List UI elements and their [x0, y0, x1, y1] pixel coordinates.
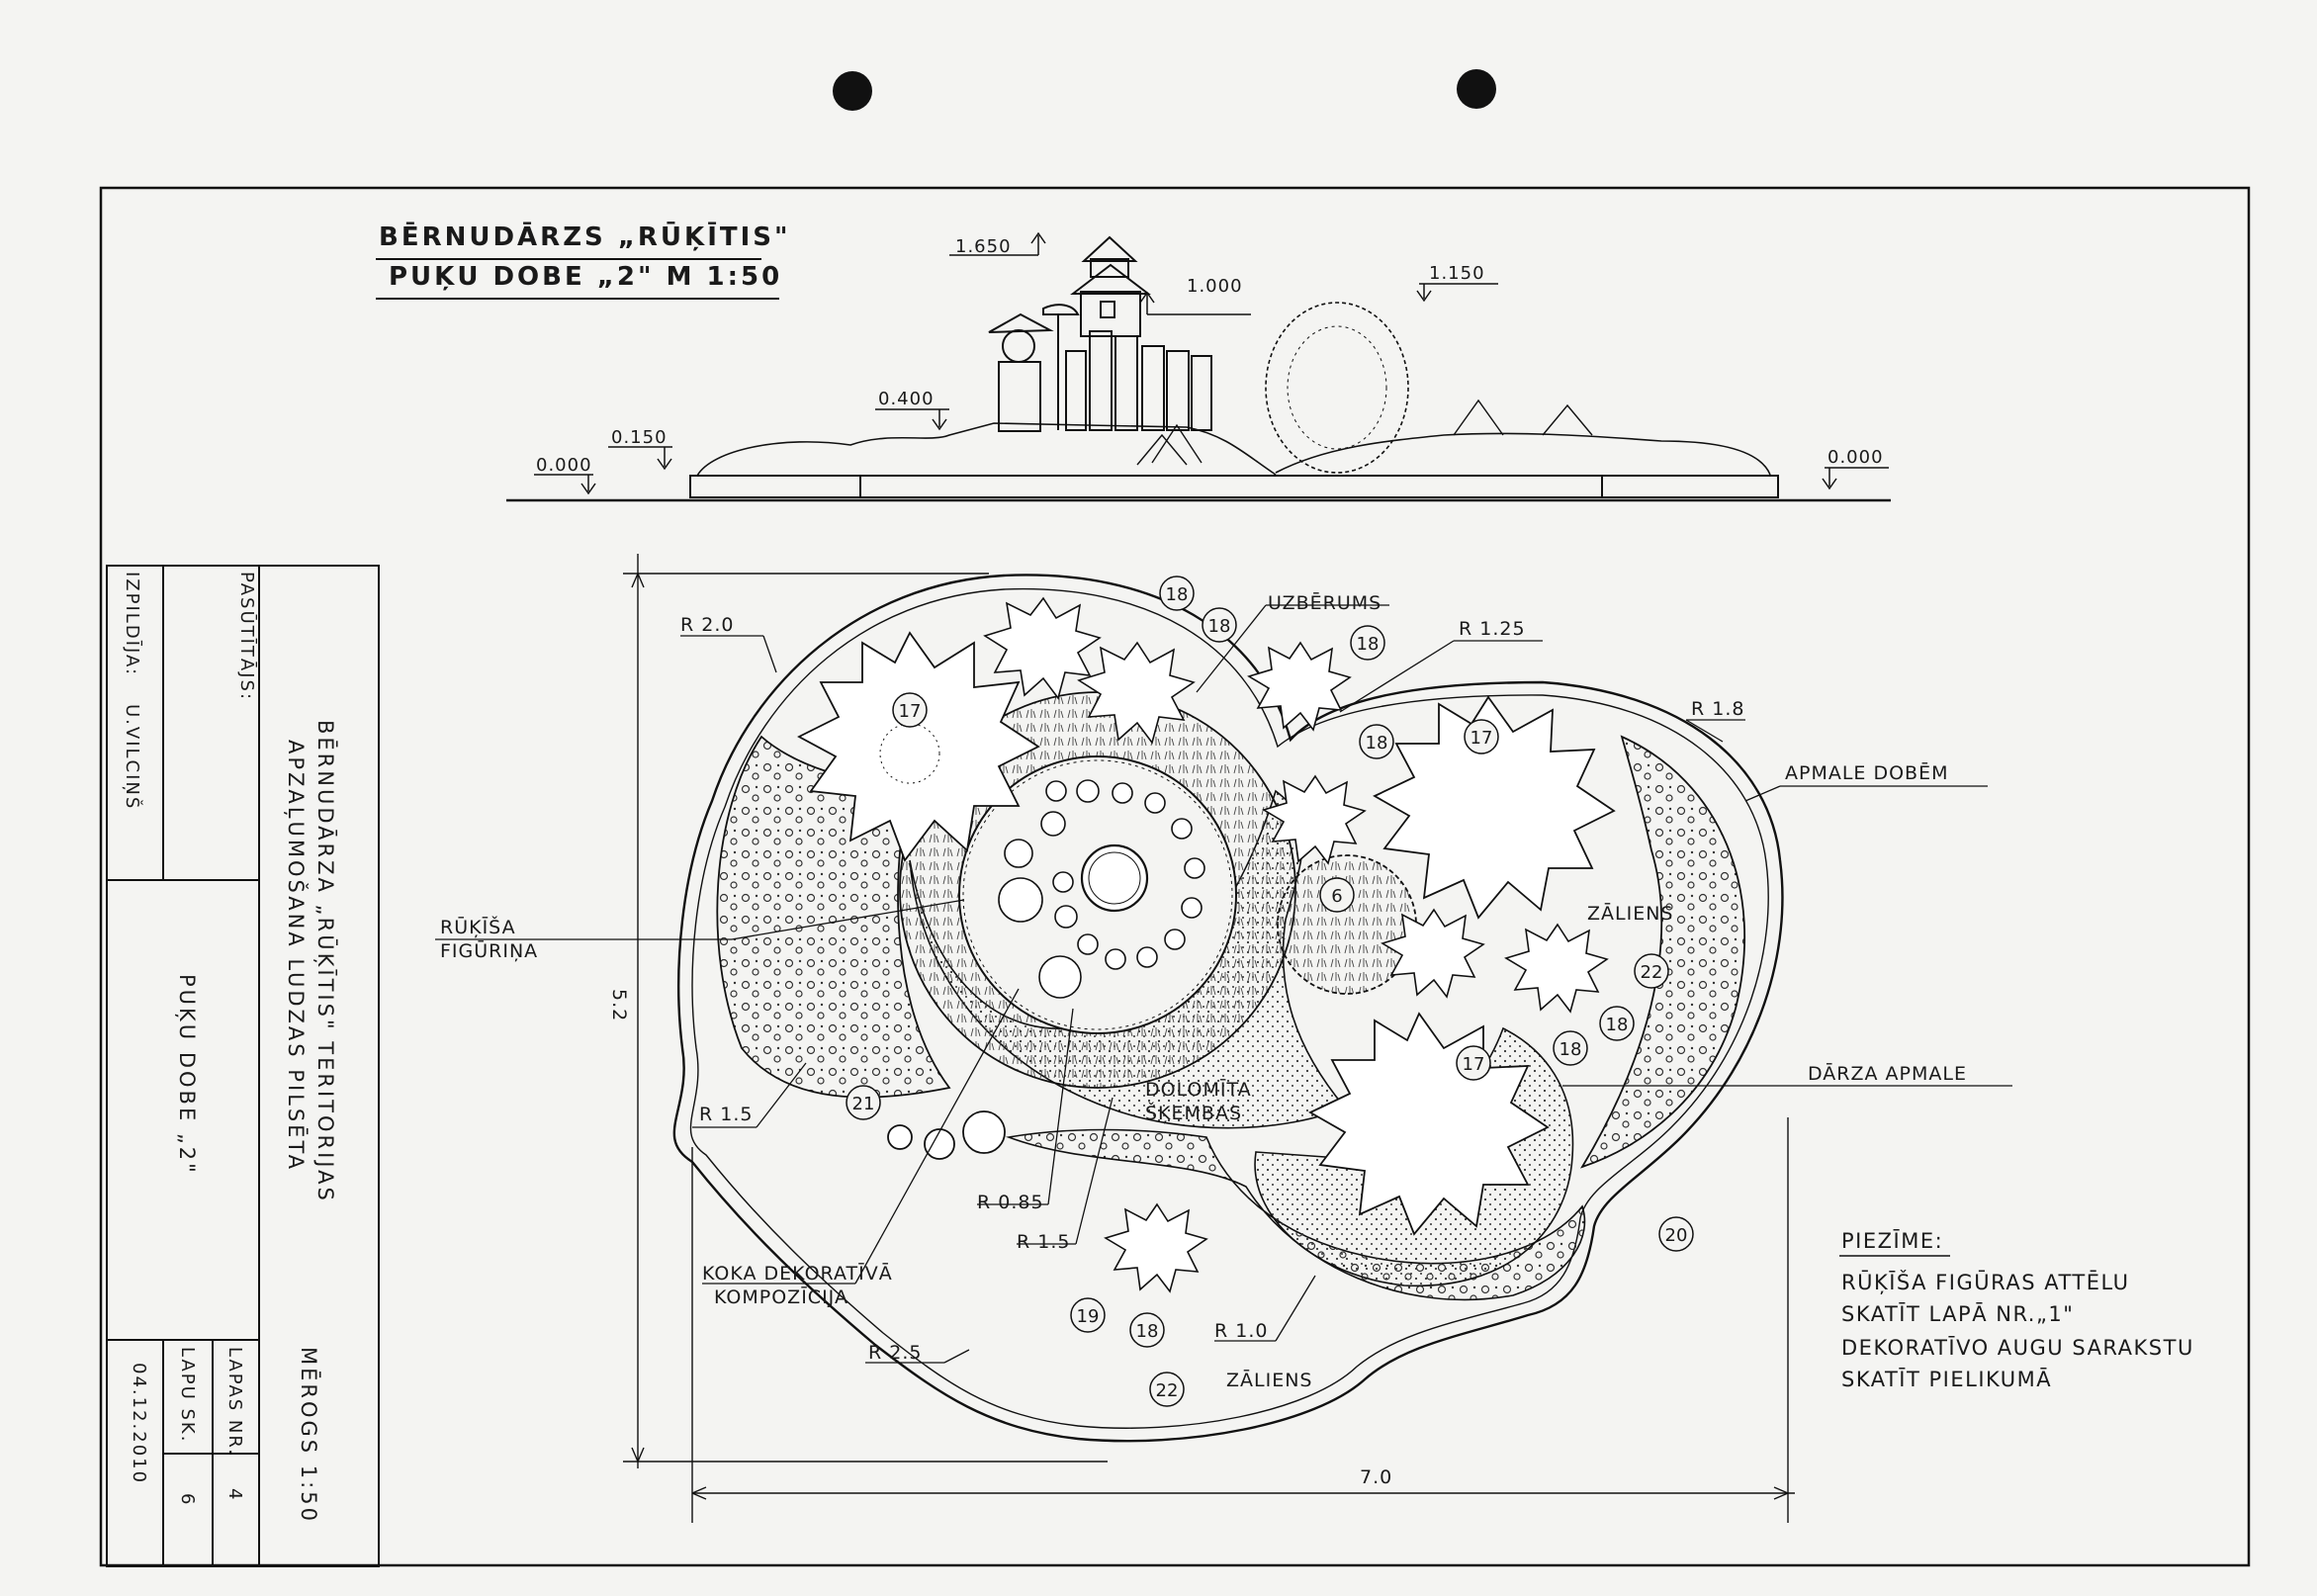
lapu-sk-value: 6	[177, 1493, 198, 1506]
elevation-level-labels: 1.650 1.000 1.150 0.400 0.150 0.000 0.00…	[536, 236, 1884, 476]
merogs: MĒROGS 1:50	[297, 1347, 321, 1524]
label-zaliens-bottom: ZĀLIENS	[1226, 1368, 1312, 1391]
note-heading: PIEZĪME:	[1841, 1229, 1943, 1253]
label-r125: R 1.25	[1459, 618, 1526, 640]
marker-18-c: 18	[1357, 634, 1380, 655]
title-line-1: BĒRNUDĀRZS „RŪĶĪTIS"	[379, 221, 791, 252]
label-rukisa-2: FIGŪRIŅA	[440, 938, 538, 962]
plan-labels: UZBĒRUMS R 2.0 R 1.25 R 1.8 APMALE DOBĒM…	[440, 590, 1967, 1488]
marker-18-a: 18	[1166, 584, 1189, 605]
dimension-width: 7.0	[1360, 1466, 1392, 1488]
marker-18-d: 18	[1366, 733, 1388, 754]
label-rukisa-1: RŪĶĪŠA	[440, 915, 516, 938]
marker-17-b: 17	[1470, 728, 1493, 749]
label-zaliens-right: ZĀLIENS	[1587, 901, 1673, 925]
label-r18: R 1.8	[1691, 698, 1744, 720]
label-apmale-dobem: APMALE DOBĒM	[1785, 760, 1949, 784]
label-r25: R 2.5	[868, 1342, 922, 1364]
level-1000: 1.000	[1187, 276, 1243, 297]
plan-markers: 18 18 18 17 18 17 6 22 18 17 18 21 20 19…	[852, 584, 1688, 1401]
marker-6: 6	[1331, 886, 1342, 907]
marker-20: 20	[1665, 1225, 1688, 1246]
drawing-title: BĒRNUDĀRZS „RŪĶĪTIS" PUĶU DOBE „2" M 1:5…	[376, 221, 791, 300]
level-0150: 0.150	[611, 427, 668, 448]
note-line-4: SKATĪT PIELIKUMĀ	[1841, 1368, 2052, 1391]
level-1650: 1.650	[955, 236, 1012, 257]
marker-17-c: 17	[1463, 1054, 1485, 1075]
level-1150: 1.150	[1429, 263, 1485, 284]
project-line-2: APZAĻUMOŠANA LUDZAS PILSĒTA	[284, 740, 309, 1172]
lapas-nr-label: LAPAS NR.	[224, 1347, 245, 1457]
title-block	[106, 565, 380, 1567]
note-block: PIEZĪME: RŪĶĪŠA FIGŪRAS ATTĒLU SKATĪT LA…	[1839, 1229, 2194, 1391]
note-line-3: DEKORATĪVO AUGU SARAKSTU	[1841, 1336, 2194, 1360]
label-r10: R 1.0	[1214, 1320, 1268, 1342]
punch-hole-right	[1457, 69, 1496, 109]
punch-hole-left	[833, 71, 872, 111]
label-r085: R 0.85	[977, 1192, 1044, 1213]
marker-22-a: 22	[1641, 962, 1663, 983]
level-0400: 0.400	[878, 389, 935, 409]
dimension-height: 5.2	[608, 989, 630, 1021]
level-0000-left: 0.000	[536, 455, 592, 476]
marker-21: 21	[852, 1094, 875, 1114]
label-uzberums: UZBĒRUMS	[1268, 590, 1381, 614]
marker-18-e: 18	[1606, 1015, 1629, 1035]
lapas-nr-value: 4	[224, 1488, 245, 1501]
note-line-2: SKATĪT LAPĀ NR.„1"	[1841, 1302, 2074, 1326]
marker-19: 19	[1077, 1306, 1100, 1327]
label-dolomita-2: ŠĶEMBAS	[1145, 1101, 1242, 1124]
marker-17-a: 17	[899, 701, 922, 722]
izpildija-value: U.VILCIŅŠ	[122, 704, 143, 810]
label-r15-center: R 1.5	[1017, 1231, 1070, 1253]
title-line-2: PUĶU DOBE „2" M 1:50	[389, 262, 782, 292]
plan-view	[435, 554, 2012, 1523]
drawing-frame	[99, 186, 2251, 1567]
marker-18-b: 18	[1208, 616, 1231, 637]
elevation-view	[506, 231, 1891, 502]
marker-18-f: 18	[1560, 1039, 1582, 1060]
sheet-name: PUĶU DOBE „2"	[175, 974, 199, 1176]
label-koka-2: KOMPOZĪCIJA	[714, 1285, 848, 1308]
izpildija-label: IZPILDĪJA:	[122, 572, 143, 676]
marker-22-b: 22	[1156, 1380, 1179, 1401]
marker-18-g: 18	[1136, 1321, 1159, 1342]
label-r20: R 2.0	[680, 614, 734, 636]
drawing-date: 04.12.2010	[129, 1363, 149, 1484]
note-line-1: RŪĶĪŠA FIGŪRAS ATTĒLU	[1841, 1270, 2130, 1294]
pasutitajs-label: PASŪTĪTĀJS:	[236, 572, 258, 701]
label-r15-left: R 1.5	[699, 1104, 753, 1125]
project-line-1: BĒRNUDĀRZA „RŪĶĪTIS" TERITORIJAS	[313, 720, 338, 1203]
label-darza-apmale: DĀRZA APMALE	[1808, 1061, 1967, 1085]
title-block-text: IZPILDĪJA: U.VILCIŅŠ PASŪTĪTĀJS: BĒRNUDĀ…	[122, 572, 338, 1524]
label-dolomita-1: DOLOMĪTA	[1145, 1077, 1252, 1101]
lapu-sk-label: LAPU SK.	[177, 1347, 198, 1443]
label-koka-1: KOKA DEKORATĪVĀ	[702, 1261, 893, 1285]
level-0000-right: 0.000	[1827, 447, 1884, 468]
